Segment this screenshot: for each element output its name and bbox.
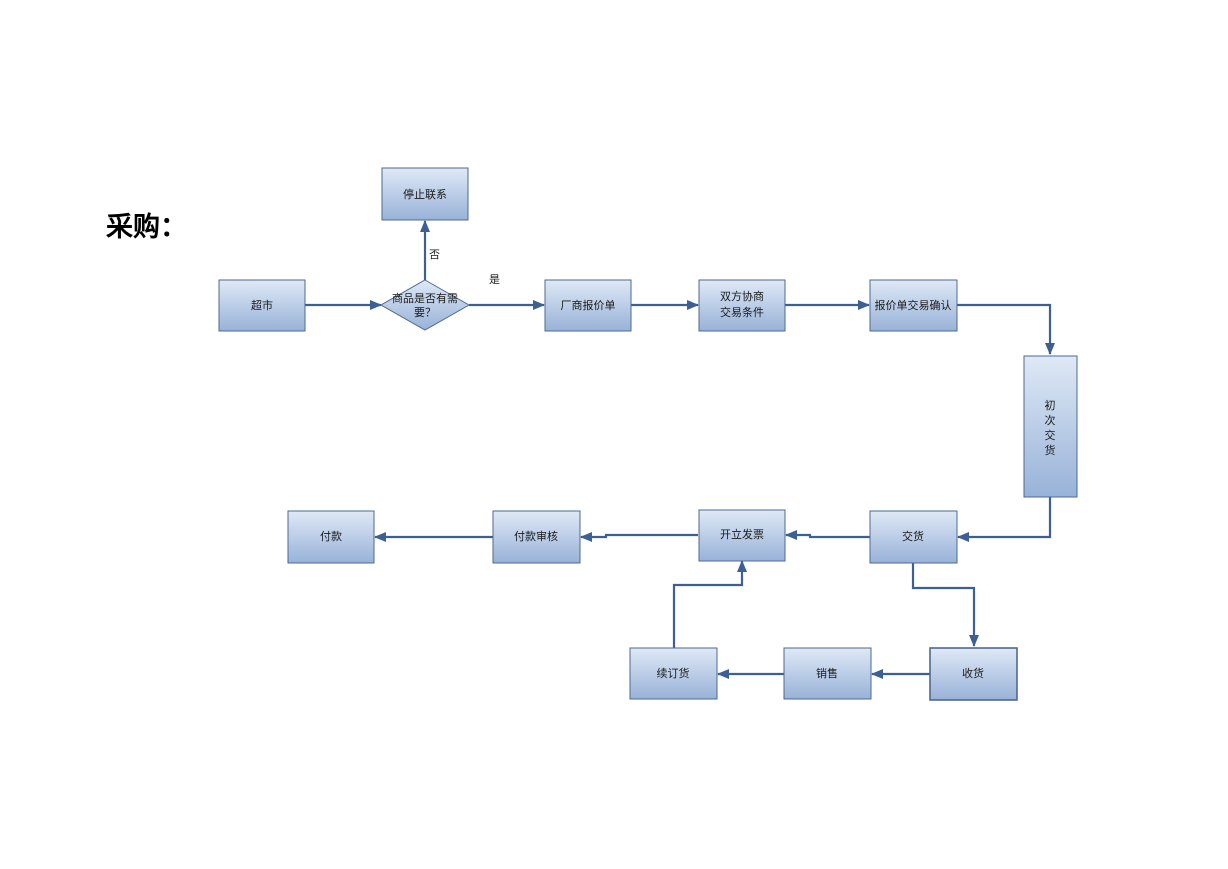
node-confirm-label: 报价单交易确认 [875, 298, 952, 312]
edge-confirm-first-delivery [957, 303, 1055, 355]
node-first-delivery-label-3: 交 [1045, 428, 1056, 442]
node-decision [379, 279, 471, 331]
node-quotation [544, 279, 632, 332]
node-supermarket-label: 超市 [251, 298, 273, 312]
node-quotation-label: 厂商报价单 [561, 298, 616, 312]
node-negotiate-label-1: 双方协商 [720, 289, 764, 303]
node-receive-label: 收货 [962, 666, 984, 680]
edge-label-yes: 是 [489, 273, 500, 286]
edge-label-no: 否 [429, 248, 440, 261]
page-title: 采购： [106, 212, 187, 243]
node-payment-review [492, 510, 581, 564]
node-reorder [629, 647, 718, 700]
node-reorder-label: 续订货 [657, 666, 690, 680]
node-delivery [869, 510, 958, 564]
node-delivery-label: 交货 [902, 529, 924, 543]
node-invoice [698, 509, 786, 562]
edge-invoice-payment-review [580, 532, 698, 542]
node-first-delivery-label-1: 初 [1045, 398, 1056, 412]
node-payment-review-label: 付款审核 [514, 529, 558, 543]
node-stop-contact [381, 167, 469, 221]
node-sales-label: 销售 [816, 666, 838, 680]
edge-first-delivery-delivery [957, 497, 1052, 542]
node-invoice-label: 开立发票 [720, 527, 764, 541]
node-supermarket [218, 279, 306, 332]
node-decision-label-1: 商品是否有需 [392, 291, 458, 305]
node-payment [287, 510, 375, 564]
node-confirm [869, 279, 958, 332]
node-first-delivery [1023, 355, 1078, 498]
node-first-delivery-label-2: 次 [1045, 413, 1056, 427]
node-negotiate [698, 279, 786, 332]
node-decision-label-2: 要？ [414, 306, 436, 319]
edge-reorder-invoice [672, 560, 747, 648]
node-receive [929, 647, 1018, 701]
node-payment-label: 付款 [320, 529, 342, 543]
node-stop-contact-label: 停止联系 [403, 187, 447, 201]
edge-delivery-invoice [785, 530, 870, 540]
node-sales [783, 647, 872, 700]
node-first-delivery-label-4: 货 [1045, 443, 1056, 457]
node-negotiate-label-2: 交易条件 [720, 305, 764, 319]
edge-delivery-receive [911, 563, 979, 647]
